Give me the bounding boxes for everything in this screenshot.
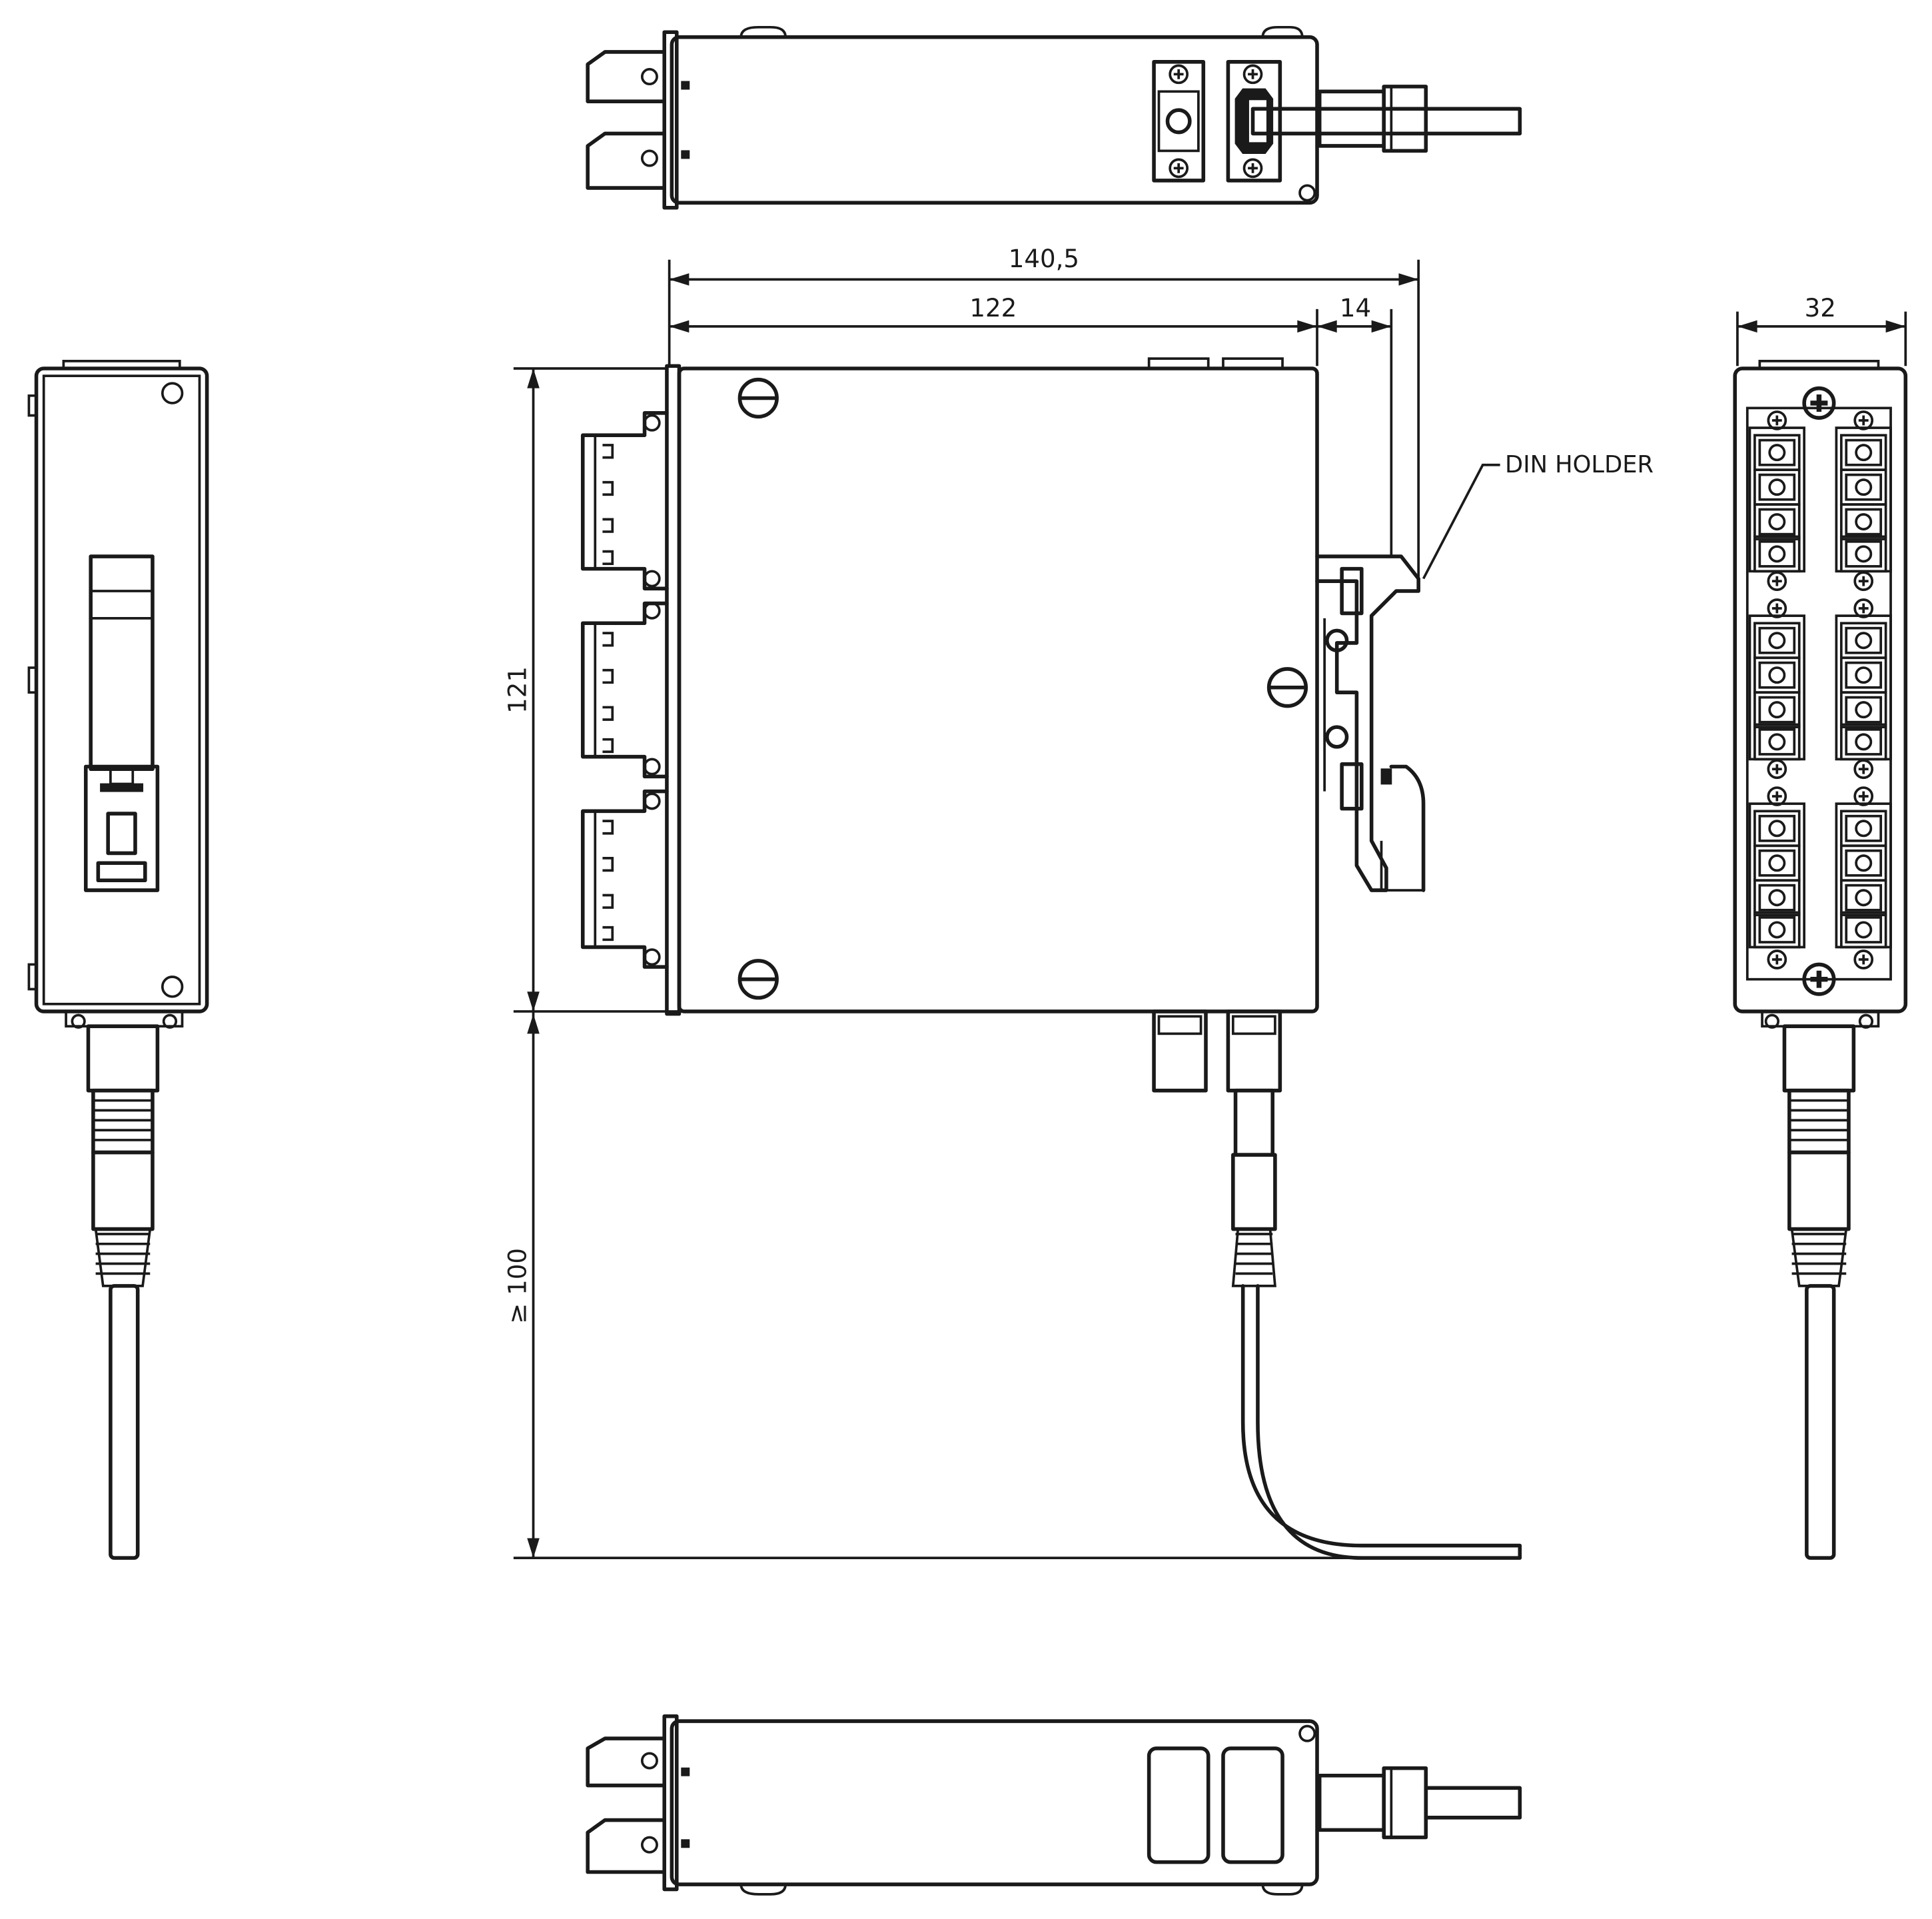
- dim-side-depth: 32: [1805, 294, 1836, 322]
- bracket-group-2: [580, 601, 669, 779]
- dim-cable-clearance: ≥ 100: [503, 1248, 532, 1324]
- front-view: [580, 357, 1522, 1560]
- dim-overall-width: 140,5: [1009, 245, 1079, 273]
- dim-rail-offset: 14: [1340, 294, 1371, 322]
- din-holder-label: DIN HOLDER: [1505, 451, 1654, 478]
- bracket-group-1: [580, 411, 669, 591]
- dim-body-width: 122: [969, 294, 1017, 322]
- dimension-lines: [513, 259, 1907, 1559]
- top-view: [586, 25, 1522, 210]
- dim-body-height: 121: [503, 666, 532, 714]
- right-side-view: [1733, 360, 1908, 1560]
- bottom-view: [586, 1714, 1522, 1896]
- din-holder: [1315, 554, 1426, 892]
- left-side-view: [27, 360, 209, 1560]
- bracket-group-3: [580, 789, 669, 969]
